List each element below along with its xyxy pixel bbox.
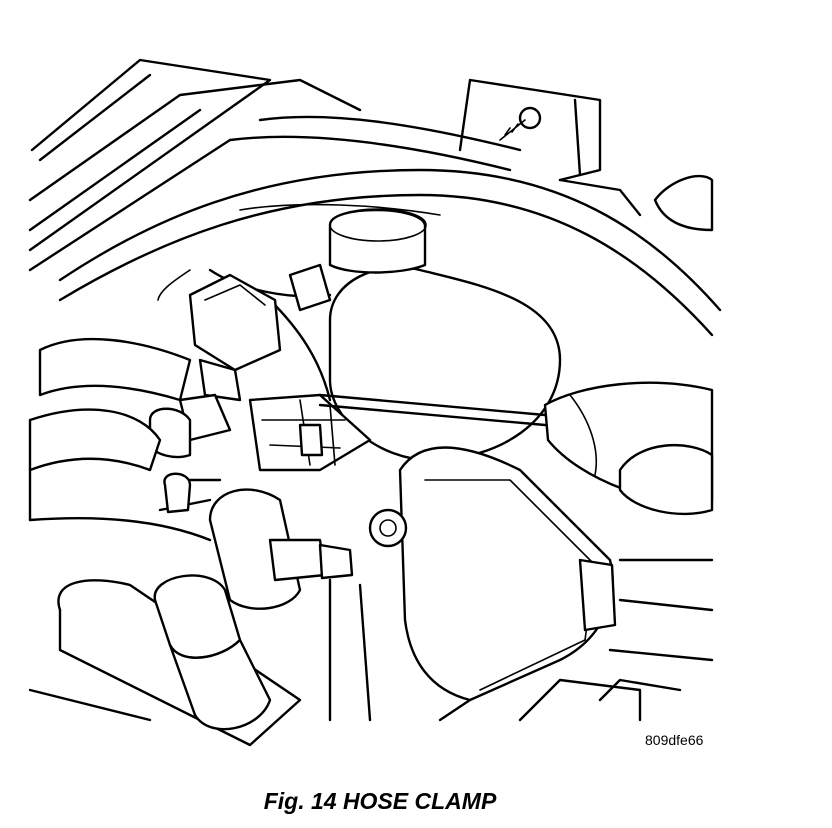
coolant-hose — [28, 574, 302, 747]
electrical-connector — [121, 263, 332, 466]
left-hoses — [28, 337, 212, 542]
lower-right-components — [438, 678, 682, 722]
wiring-harness — [58, 115, 722, 337]
hose-clamp — [248, 393, 372, 472]
lower-hose — [158, 472, 372, 722]
figure-id-label: 809dfe66 — [645, 732, 704, 748]
hood-edge — [28, 58, 362, 272]
hose-clamp-illustration — [28, 58, 722, 747]
figure-caption: Fig. 14 HOSE CLAMP — [263, 788, 497, 814]
air-intake-housing — [368, 446, 714, 702]
screwdriver — [318, 381, 714, 516]
upper-bracket — [458, 78, 714, 232]
